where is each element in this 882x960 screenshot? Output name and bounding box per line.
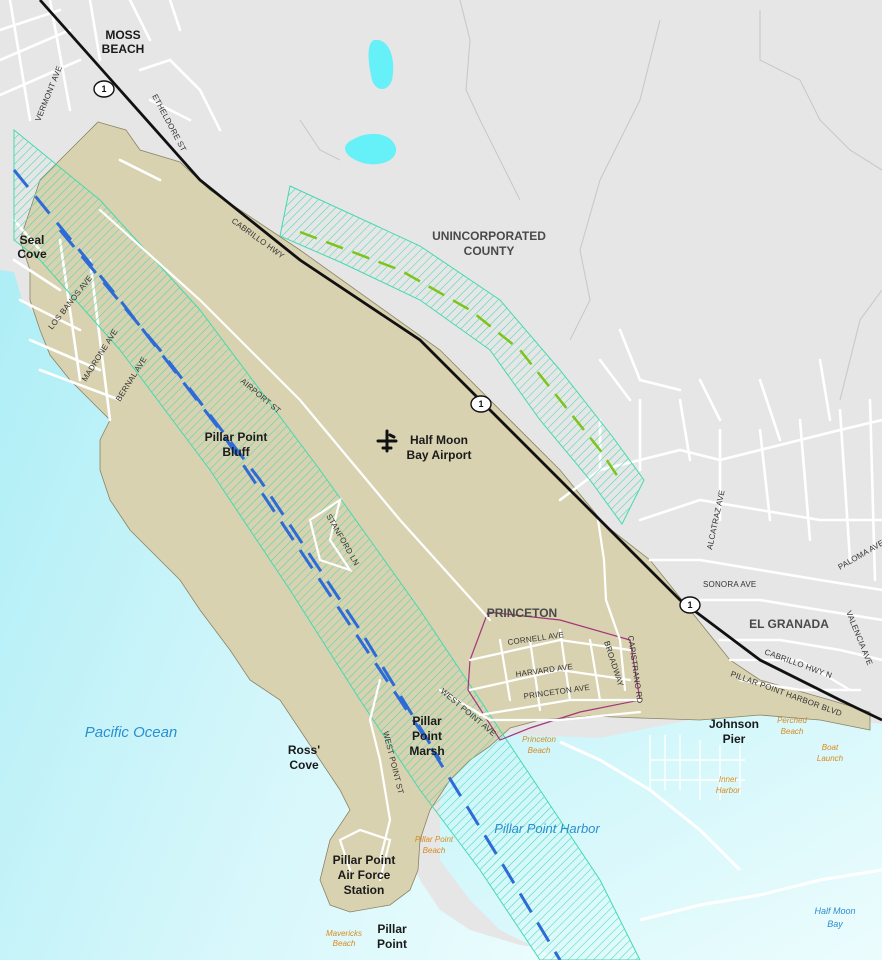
pillar-point-beach-label: Beach <box>423 846 446 855</box>
mavericks-beach-label: Beach <box>333 939 356 948</box>
pacific-ocean-label: Pacific Ocean <box>85 724 178 741</box>
pillar-point-harbor-label: Pillar Point Harbor <box>494 821 600 836</box>
inner-harbor-label: Harbor <box>716 786 741 795</box>
creek <box>839 289 882 401</box>
princeton-beach-label: Beach <box>528 746 551 755</box>
johnson-pier-label: Johnson <box>709 717 759 731</box>
street-network <box>0 0 882 692</box>
ross-cove-label: Cove <box>289 758 319 772</box>
pillar-point-bluff-label: Bluff <box>222 445 250 459</box>
el-granada-label: EL GRANADA <box>749 617 829 631</box>
highway-shield: 1 <box>679 596 701 614</box>
airport-label: Bay Airport <box>407 448 472 462</box>
street-label-sonora: SONORA AVE <box>703 580 756 589</box>
perched-beach-label: Perched <box>777 716 807 725</box>
pillar-point-marsh-label: Marsh <box>409 744 444 758</box>
half-moon-bay-label: Bay <box>827 919 843 929</box>
runway-protection-zone-north <box>279 185 645 525</box>
air-force-station-label: Air Force <box>338 868 391 882</box>
highway-shield: 1 <box>93 80 115 98</box>
breakwater <box>639 868 882 922</box>
hwy-shield-label: 1 <box>101 84 106 94</box>
pillar-point-beach-label: Pillar Point <box>415 835 454 844</box>
local-roads <box>98 208 852 882</box>
boat-launch-label: Boat <box>822 743 839 752</box>
hwy-shield-label: 1 <box>687 600 692 610</box>
green-dashed-line <box>299 230 622 481</box>
johnson-pier-label: Pier <box>723 732 746 746</box>
runway-centerline-2 <box>58 229 442 761</box>
cabrillo-highway <box>38 0 882 722</box>
hwy-shield-label: 1 <box>478 399 483 409</box>
runway-centerline <box>12 169 562 960</box>
perched-beach-label: Beach <box>781 727 804 736</box>
ross-cove-label: Ross' <box>288 743 320 757</box>
pillar-point-marsh-label: Pillar <box>412 714 442 728</box>
creek <box>759 10 882 171</box>
pillar-point-label: Pillar <box>377 922 407 936</box>
inner-harbor-label: Inner <box>719 775 738 784</box>
pillar-point-marsh-label: Point <box>412 729 442 743</box>
moss-beach-label: MOSS <box>105 28 140 42</box>
pacific-ocean-water <box>0 270 700 960</box>
creek <box>459 0 521 201</box>
princeton-label: PRINCETON <box>487 606 557 620</box>
air-force-station-label: Station <box>344 883 385 897</box>
moss-beach-label: BEACH <box>102 42 145 56</box>
mavericks-beach-label: Mavericks <box>326 929 362 938</box>
airport-label: Half Moon <box>410 433 468 447</box>
princeton-beach-label: Princeton <box>522 735 556 744</box>
half-moon-bay-label: Half Moon <box>814 906 855 916</box>
marina-docks <box>649 735 745 800</box>
unincorporated-county-label: COUNTY <box>464 244 515 258</box>
seal-cove-label: Cove <box>17 247 47 261</box>
seal-cove-label: Seal <box>20 233 45 247</box>
boat-launch-label: Launch <box>817 754 844 763</box>
pillar-point-bluff-label: Pillar Point <box>205 430 268 444</box>
airport-icon <box>376 429 398 453</box>
pond <box>345 133 397 165</box>
creek <box>569 19 661 341</box>
unincorporated-county-label: UNINCORPORATED <box>432 229 546 243</box>
pillar-point-label: Point <box>377 937 407 951</box>
runway-protection-zone-main <box>13 128 641 960</box>
creek <box>299 119 341 161</box>
air-force-station-label: Pillar Point <box>333 853 396 867</box>
highway-shield: 1 <box>470 395 492 413</box>
pond <box>368 39 394 89</box>
